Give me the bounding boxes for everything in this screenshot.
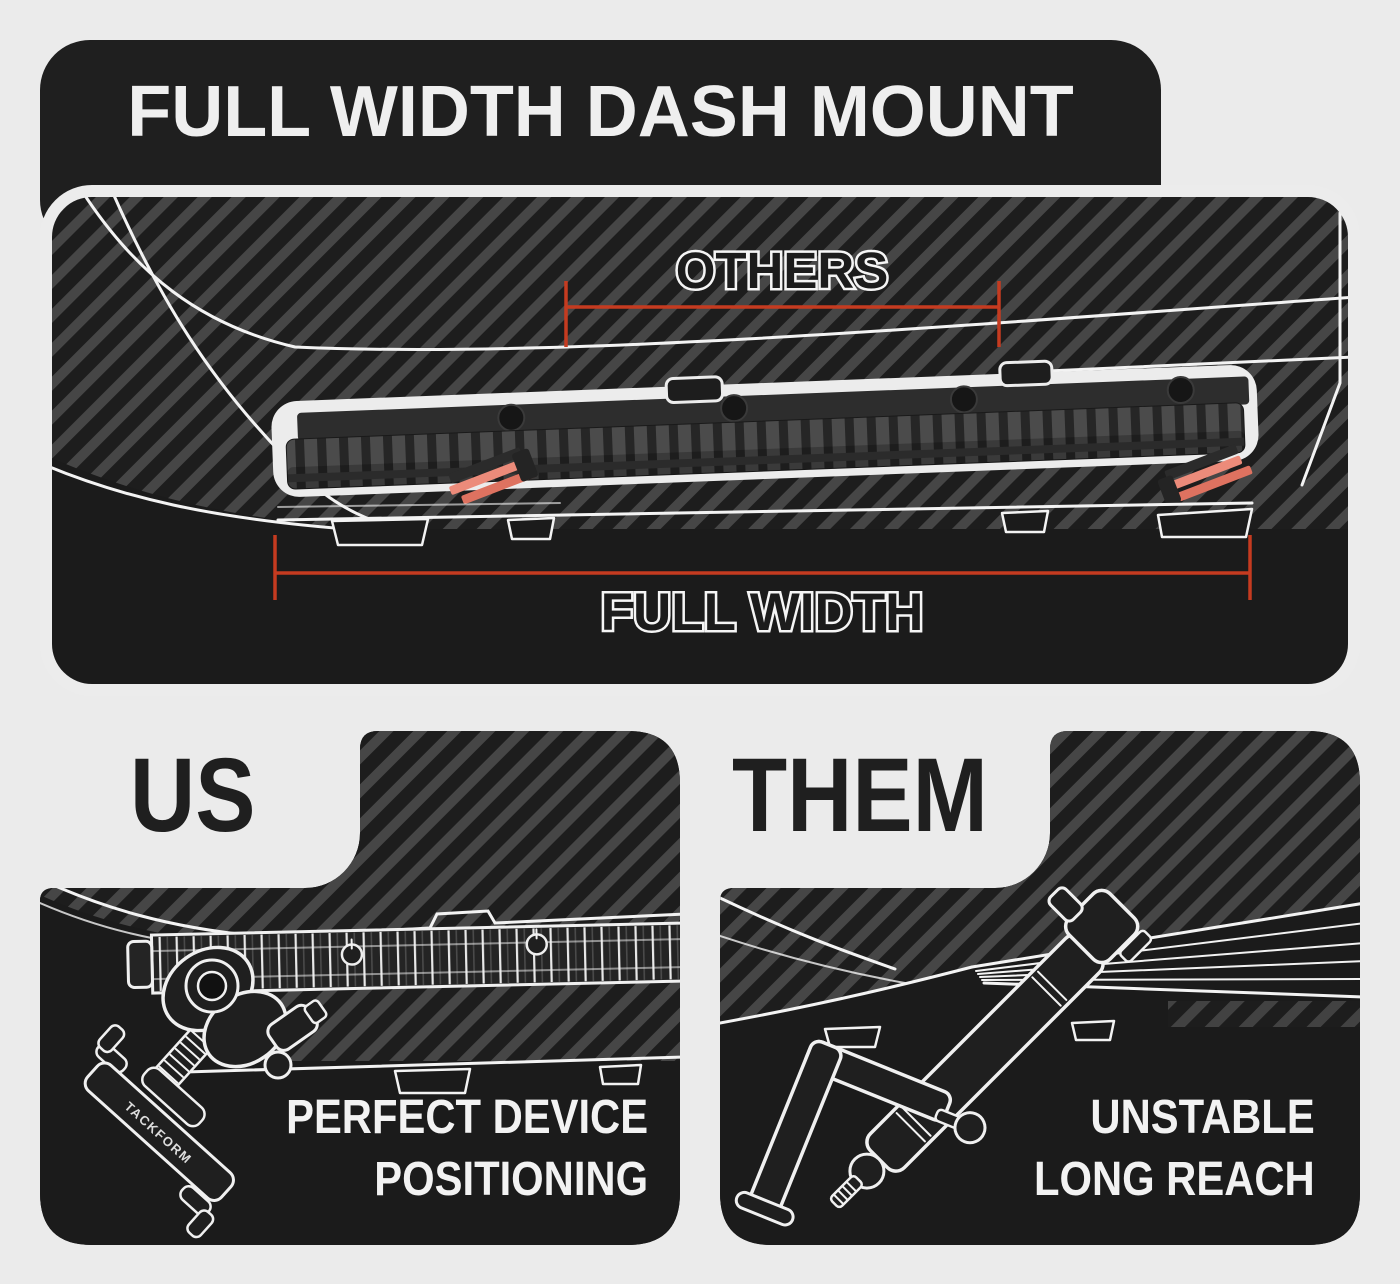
- rail-screws: [497, 376, 1195, 432]
- them-caption: UNSTABLE LONG REACH: [1034, 1087, 1315, 1211]
- phone-cradle: TACKFORM: [83, 1024, 235, 1239]
- them-panel-illustration: [720, 731, 1360, 1245]
- page-title: FULL WIDTH DASH MOUNT: [127, 72, 1074, 152]
- us-caption: PERFECT DEVICE POSITIONING: [286, 1087, 648, 1211]
- us-caption-line2: POSITIONING: [374, 1153, 648, 1206]
- us-label: US: [130, 737, 256, 854]
- dash-vent-notches: [664, 359, 1054, 404]
- us-rail-keyholes: [340, 928, 548, 966]
- us-rail-outline: [126, 921, 680, 995]
- them-caption-line2: LONG REACH: [1034, 1153, 1315, 1206]
- full-width-label: FULL WIDTH: [601, 583, 924, 642]
- us-panel: TACKFORM US PERFECT DEVICE POSITIONING: [40, 731, 680, 1245]
- us-under-dash-tabs: [150, 1055, 680, 1095]
- under-dash-tabs: [276, 501, 1254, 547]
- them-stripe-patch: [1168, 1001, 1360, 1027]
- them-caption-line1: UNSTABLE: [1090, 1091, 1315, 1144]
- them-under-dash-tabs: [823, 1019, 1116, 1049]
- us-panel-illustration: TACKFORM: [40, 731, 680, 1245]
- mount-clip-right: [1157, 444, 1253, 506]
- us-caption-line1: PERFECT DEVICE: [286, 1091, 648, 1144]
- panel-border: [40, 185, 1360, 696]
- clamp-knob: [266, 999, 328, 1052]
- long-arm-mount-illustration: [734, 886, 1153, 1227]
- others-measure-bracket: [564, 281, 1001, 347]
- others-label: OTHERS: [676, 242, 889, 299]
- them-panel: THEM UNSTABLE LONG REACH: [720, 731, 1360, 1245]
- full-width-measure-bracket: [273, 535, 1252, 600]
- full-width-dash-mount-card: FULL WIDTH DASH MOUNT: [40, 40, 1360, 696]
- them-phone-holder: [734, 1039, 987, 1227]
- mount-clip-left: [448, 447, 538, 504]
- tackform-mount-illustration: TACKFORM: [83, 945, 328, 1239]
- dash-illustration: OTHERS: [40, 185, 1360, 696]
- them-label: THEM: [732, 737, 988, 854]
